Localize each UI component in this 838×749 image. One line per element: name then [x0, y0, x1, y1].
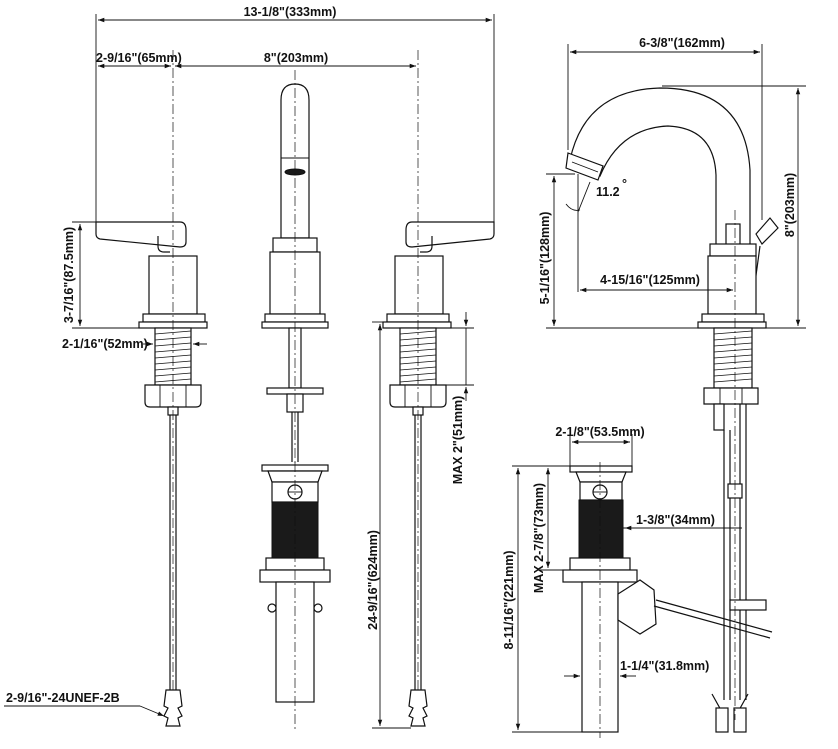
handle-height-label: 3-7/16"(87.5mm)	[62, 227, 76, 323]
shank-diameter-label: 2-1/16"(52mm)	[62, 337, 148, 351]
side-shank-threads	[713, 330, 753, 383]
side-view-drain	[562, 462, 773, 738]
left-handle-assembly	[95, 50, 208, 727]
drain-flange-label: 2-1/8"(53.5mm)	[555, 425, 644, 439]
right-handle-assembly	[382, 50, 495, 727]
drain-body-label: 1-3/8"(34mm)	[636, 513, 715, 527]
spout-center-label: 4-15/16"(125mm)	[600, 273, 700, 287]
dimension-lines	[4, 14, 806, 733]
center-spout-assembly	[261, 70, 329, 480]
side-view-faucet	[565, 87, 779, 733]
spout-angle-degree: °	[622, 177, 627, 191]
drain-length-label: 8-11/16"(221mm)	[502, 550, 516, 649]
handle-offset-label: 2-9/16"(65mm)	[96, 51, 182, 65]
dimension-labels: 13-1/8"(333mm) 2-9/16"(65mm) 8"(203mm) 3…	[6, 5, 797, 705]
thread-spec-label: 2-9/16"-24UNEF-2B	[6, 691, 120, 705]
spread-label: 8"(203mm)	[264, 51, 328, 65]
spout-reach-label: 6-3/8"(162mm)	[639, 36, 725, 50]
supply-length-label: 24-9/16"(624mm)	[366, 530, 380, 630]
drain-max-label: MAX 2-7/8"(73mm)	[532, 483, 546, 593]
overall-width-label: 13-1/8"(333mm)	[244, 5, 337, 19]
spout-height-label: 5-1/16"(128mm)	[538, 212, 552, 305]
center-drain-assembly	[259, 462, 331, 730]
spout-total-height-label: 8"(203mm)	[783, 173, 797, 237]
spout-angle-label: 11.2	[596, 185, 620, 199]
tailpiece-label: 1-1/4"(31.8mm)	[620, 659, 709, 673]
max-deck-label: MAX 2"(51mm)	[451, 396, 465, 485]
